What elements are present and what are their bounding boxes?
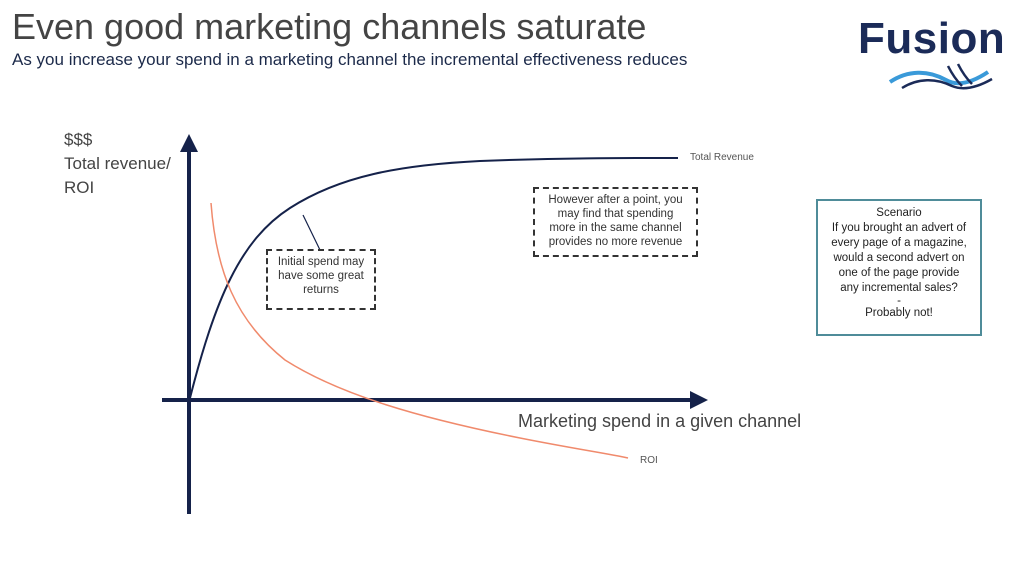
note-line: may find that spending [557, 208, 674, 220]
scenario-box: Scenario If you brought an advert of eve… [816, 199, 982, 336]
logo-wave-icon [888, 63, 993, 90]
y-axis-label: $$$ Total revenue/ ROI [64, 128, 171, 200]
roi-curve [210, 202, 629, 459]
x-axis-label: Marketing spend in a given channel [518, 411, 802, 431]
scenario-line: If you brought an advert of [831, 222, 967, 234]
y-axis-label-line: Total revenue/ [64, 154, 171, 173]
roi-label: ROI [640, 455, 658, 466]
scenario-separator: - [897, 295, 901, 307]
scenario-line: every page of a magazine, [831, 237, 967, 249]
page-title: Even good marketing channels saturate [12, 6, 647, 47]
y-axis-label-line: $$$ [64, 130, 93, 149]
note-line: returns [303, 284, 339, 296]
scenario-title: Scenario [876, 207, 922, 219]
saturation-note: However after a point, you may find that… [533, 187, 698, 257]
scenario-line: one of the page provide [838, 267, 960, 279]
note-line: have some great [278, 270, 364, 282]
x-axis-arrowhead [690, 391, 708, 409]
y-axis-label-line: ROI [64, 178, 95, 197]
note-line: However after a point, you [548, 194, 683, 206]
note-line: provides no more revenue [548, 236, 683, 248]
scenario-line: any incremental sales? [840, 282, 958, 294]
note-line: Initial spend may [277, 256, 365, 268]
logo-text: Fusion [858, 14, 1006, 63]
scenario-answer: Probably not! [865, 307, 933, 319]
total-revenue-label: Total Revenue [690, 152, 754, 163]
note-pointer-line [302, 214, 321, 251]
total-revenue-curve [189, 157, 679, 399]
fusion-logo: Fusion [858, 14, 1008, 94]
page-subtitle: As you increase your spend in a marketin… [12, 50, 688, 69]
note-line: more in the same channel [549, 222, 682, 234]
y-axis-arrowhead [180, 134, 198, 152]
initial-spend-note: Initial spend may have some great return… [266, 249, 376, 310]
scenario-line: would a second advert on [833, 252, 965, 264]
